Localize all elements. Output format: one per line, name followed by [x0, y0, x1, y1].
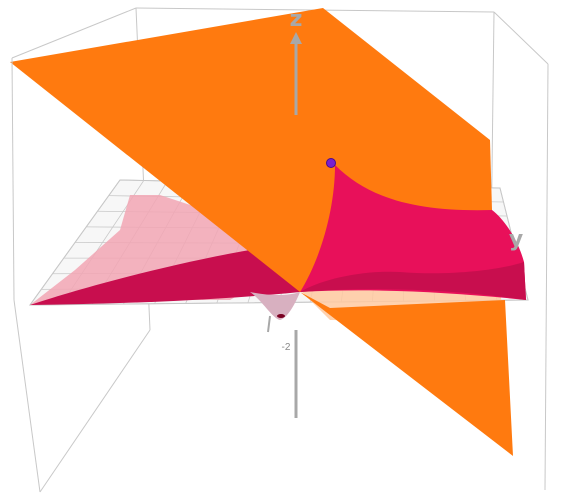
y-axis-label: y	[509, 227, 523, 252]
bounding-box-front	[11, 57, 549, 493]
surface-lower-band	[30, 250, 300, 305]
plane-surface-lower	[300, 292, 513, 456]
z-axis-tick-label: -2	[282, 342, 291, 353]
surface-funnel	[250, 292, 300, 320]
x-axis-stub	[267, 315, 271, 333]
surface-main	[300, 165, 526, 300]
surface-shadow	[300, 262, 526, 300]
z-axis	[290, 32, 302, 418]
point-marker[interactable]	[326, 158, 336, 168]
z-axis-label: z	[290, 7, 303, 32]
surface-funnel-tip	[277, 314, 285, 318]
